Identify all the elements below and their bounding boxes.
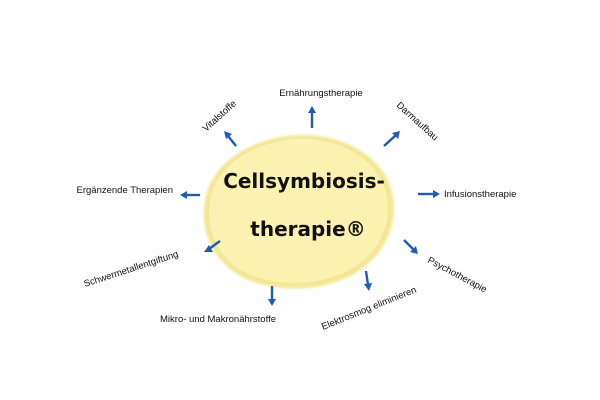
label-vitalstoffe: Vitalstoffe bbox=[201, 98, 239, 134]
label-infusionstherapie: Infusionstherapie bbox=[444, 189, 516, 200]
label-ergaenzende: Ergänzende Therapien bbox=[77, 185, 173, 196]
arrow-darmaufbau bbox=[383, 131, 400, 147]
center-title-line2: therapie® bbox=[250, 217, 365, 241]
label-mikro-makro: Mikro- und Makronährstoffe bbox=[160, 314, 276, 325]
center-blob-fill bbox=[209, 138, 388, 283]
label-ernaehrungstherapie: Ernährungstherapie bbox=[279, 88, 362, 99]
arrow-ergaenzende bbox=[180, 191, 200, 199]
arrow-ernaehrungstherapie bbox=[308, 106, 316, 128]
label-darmaufbau: Darmaufbau bbox=[394, 100, 440, 143]
center-blob bbox=[203, 134, 394, 289]
center-title-line1: Cellsymbiosis- bbox=[223, 169, 385, 193]
arrows bbox=[180, 106, 440, 306]
label-elektrosmog: Elektrosmog eliminieren bbox=[320, 285, 418, 333]
arrow-schwermetall bbox=[204, 240, 221, 252]
arrow-infusionstherapie bbox=[418, 190, 440, 198]
arrow-mikro-makro bbox=[268, 286, 276, 306]
arrow-elektrosmog bbox=[364, 270, 372, 291]
arrow-psychotherapie bbox=[403, 239, 418, 254]
label-psychotherapie: Psychotherapie bbox=[426, 255, 489, 295]
arrow-vitalstoffe bbox=[224, 131, 237, 147]
label-schwermetall: Schwermetallentgiftung bbox=[83, 249, 180, 290]
